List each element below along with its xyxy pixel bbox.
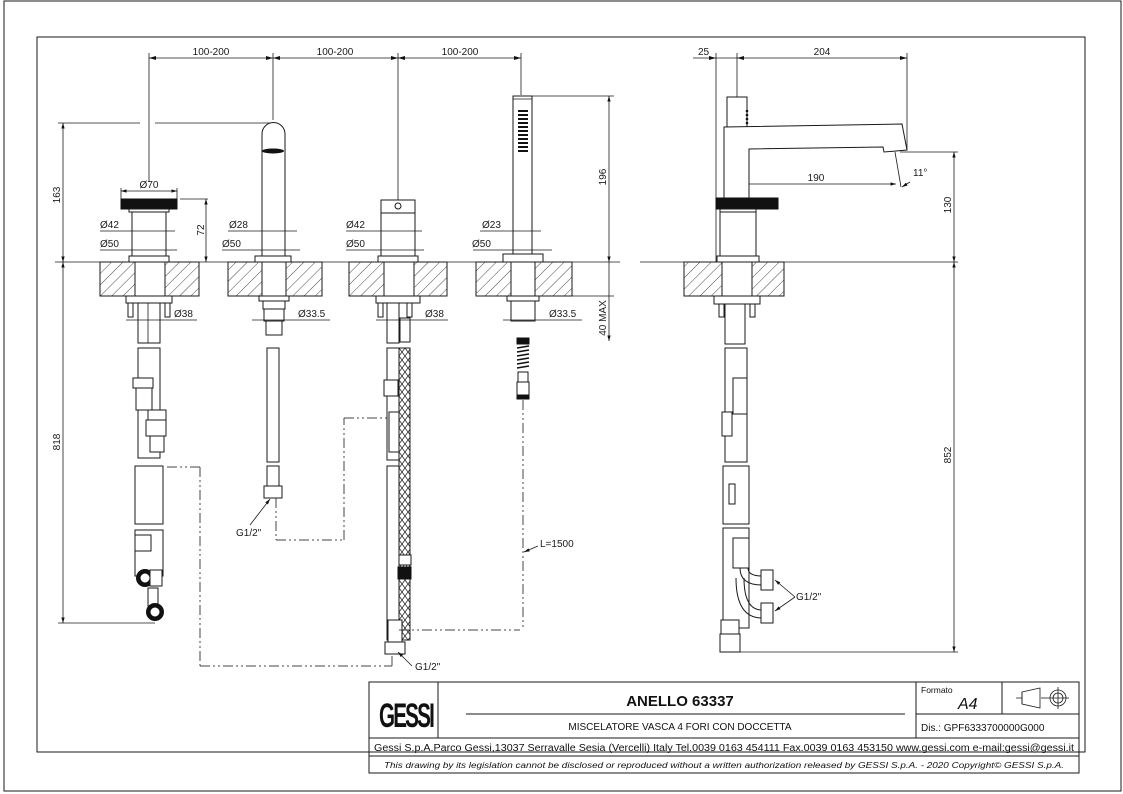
dim-handle-nut-diameter: Ø38	[174, 309, 193, 320]
spout-dimensions: Ø28 Ø50 Ø33.5	[222, 220, 330, 321]
dim-spout-base-diameter: Ø50	[222, 239, 241, 250]
dim-818: 818	[52, 433, 63, 450]
handle-dimensions: Ø70 Ø42 Ø50 72 Ø38	[100, 180, 208, 321]
dim-diverter-base-diameter: Ø50	[346, 239, 365, 250]
dim-handle-body-diameter: Ø42	[100, 220, 119, 231]
dim-40-max: 40 MAX	[598, 300, 609, 336]
label-spout-thread: G1/2"	[236, 528, 262, 539]
diverter-front: G1/2"	[348, 199, 520, 673]
hand-shower-front: L=1500	[475, 95, 574, 630]
dim-shower-base-diameter: Ø50	[472, 239, 491, 250]
sheet-inner-border	[36, 36, 1086, 753]
gessi-logo: GESSI	[379, 697, 434, 735]
dim-spacing-1: 100-200	[193, 47, 230, 58]
label-hose-length: L=1500	[540, 539, 574, 550]
diverter-dimensions: Ø42 Ø50 Ø38	[346, 220, 448, 321]
dim-spout-nut-diameter: Ø33.5	[298, 309, 326, 320]
dim-196: 196	[598, 168, 609, 185]
dim-72: 72	[196, 224, 207, 236]
first-angle-projection-icon	[1016, 687, 1069, 709]
dim-spout-body-diameter: Ø28	[229, 220, 248, 231]
shower-dimensions: 196 Ø23 Ø50 Ø33.5 40 MAX	[472, 95, 614, 341]
dim-204: 204	[814, 47, 831, 58]
dim-spacing-3: 100-200	[442, 47, 479, 58]
spout-front: G1/2"	[227, 122, 388, 541]
dim-852: 852	[943, 446, 954, 463]
dim-diverter-nut-diameter: Ø38	[425, 309, 444, 320]
drawing-number: Dis.: GPF6333700000G000	[921, 723, 1045, 734]
dim-spacing-2: 100-200	[317, 47, 354, 58]
dim-25: 25	[698, 47, 710, 58]
dim-11-degrees: 11°	[913, 168, 927, 179]
dim-handle-top-diameter: Ø70	[140, 180, 159, 191]
format-label: Formato	[921, 685, 953, 695]
dim-left-height: 163	[52, 122, 270, 262]
legal-notice: This drawing by its legislation cannot b…	[384, 761, 1064, 770]
format-value: A4	[957, 696, 978, 713]
title-block: GESSI ANELLO 63337 MISCELATORE VASCA 4 F…	[368, 681, 1080, 774]
dim-130: 130	[943, 196, 954, 213]
side-view-mixer: G1/2"	[683, 96, 908, 653]
dim-shower-nut-diameter: Ø33.5	[549, 309, 577, 320]
drawing-title: ANELLO 63337	[626, 693, 734, 710]
dim-handle-base-diameter: Ø50	[100, 239, 119, 250]
dim-163: 163	[52, 186, 63, 203]
dim-shower-body-diameter: Ø23	[482, 220, 501, 231]
handle-valve-front	[99, 198, 200, 621]
dim-190: 190	[808, 173, 825, 184]
label-side-thread: G1/2"	[796, 592, 822, 603]
company-info: Gessi S.p.A.Parco Gessi,13037 Serravalle…	[374, 743, 1074, 754]
sheet-outer-border	[3, 0, 1122, 792]
connection-path	[167, 466, 392, 667]
label-diverter-thread: G1/2"	[415, 662, 441, 673]
dim-left-depth: 818	[52, 262, 155, 624]
top-dimension-chain: 100-200 100-200 100-200	[148, 47, 522, 200]
dim-diverter-body-diameter: Ø42	[346, 220, 365, 231]
drawing-subtitle: MISCELATORE VASCA 4 FORI CON DOCCETTA	[568, 722, 792, 733]
